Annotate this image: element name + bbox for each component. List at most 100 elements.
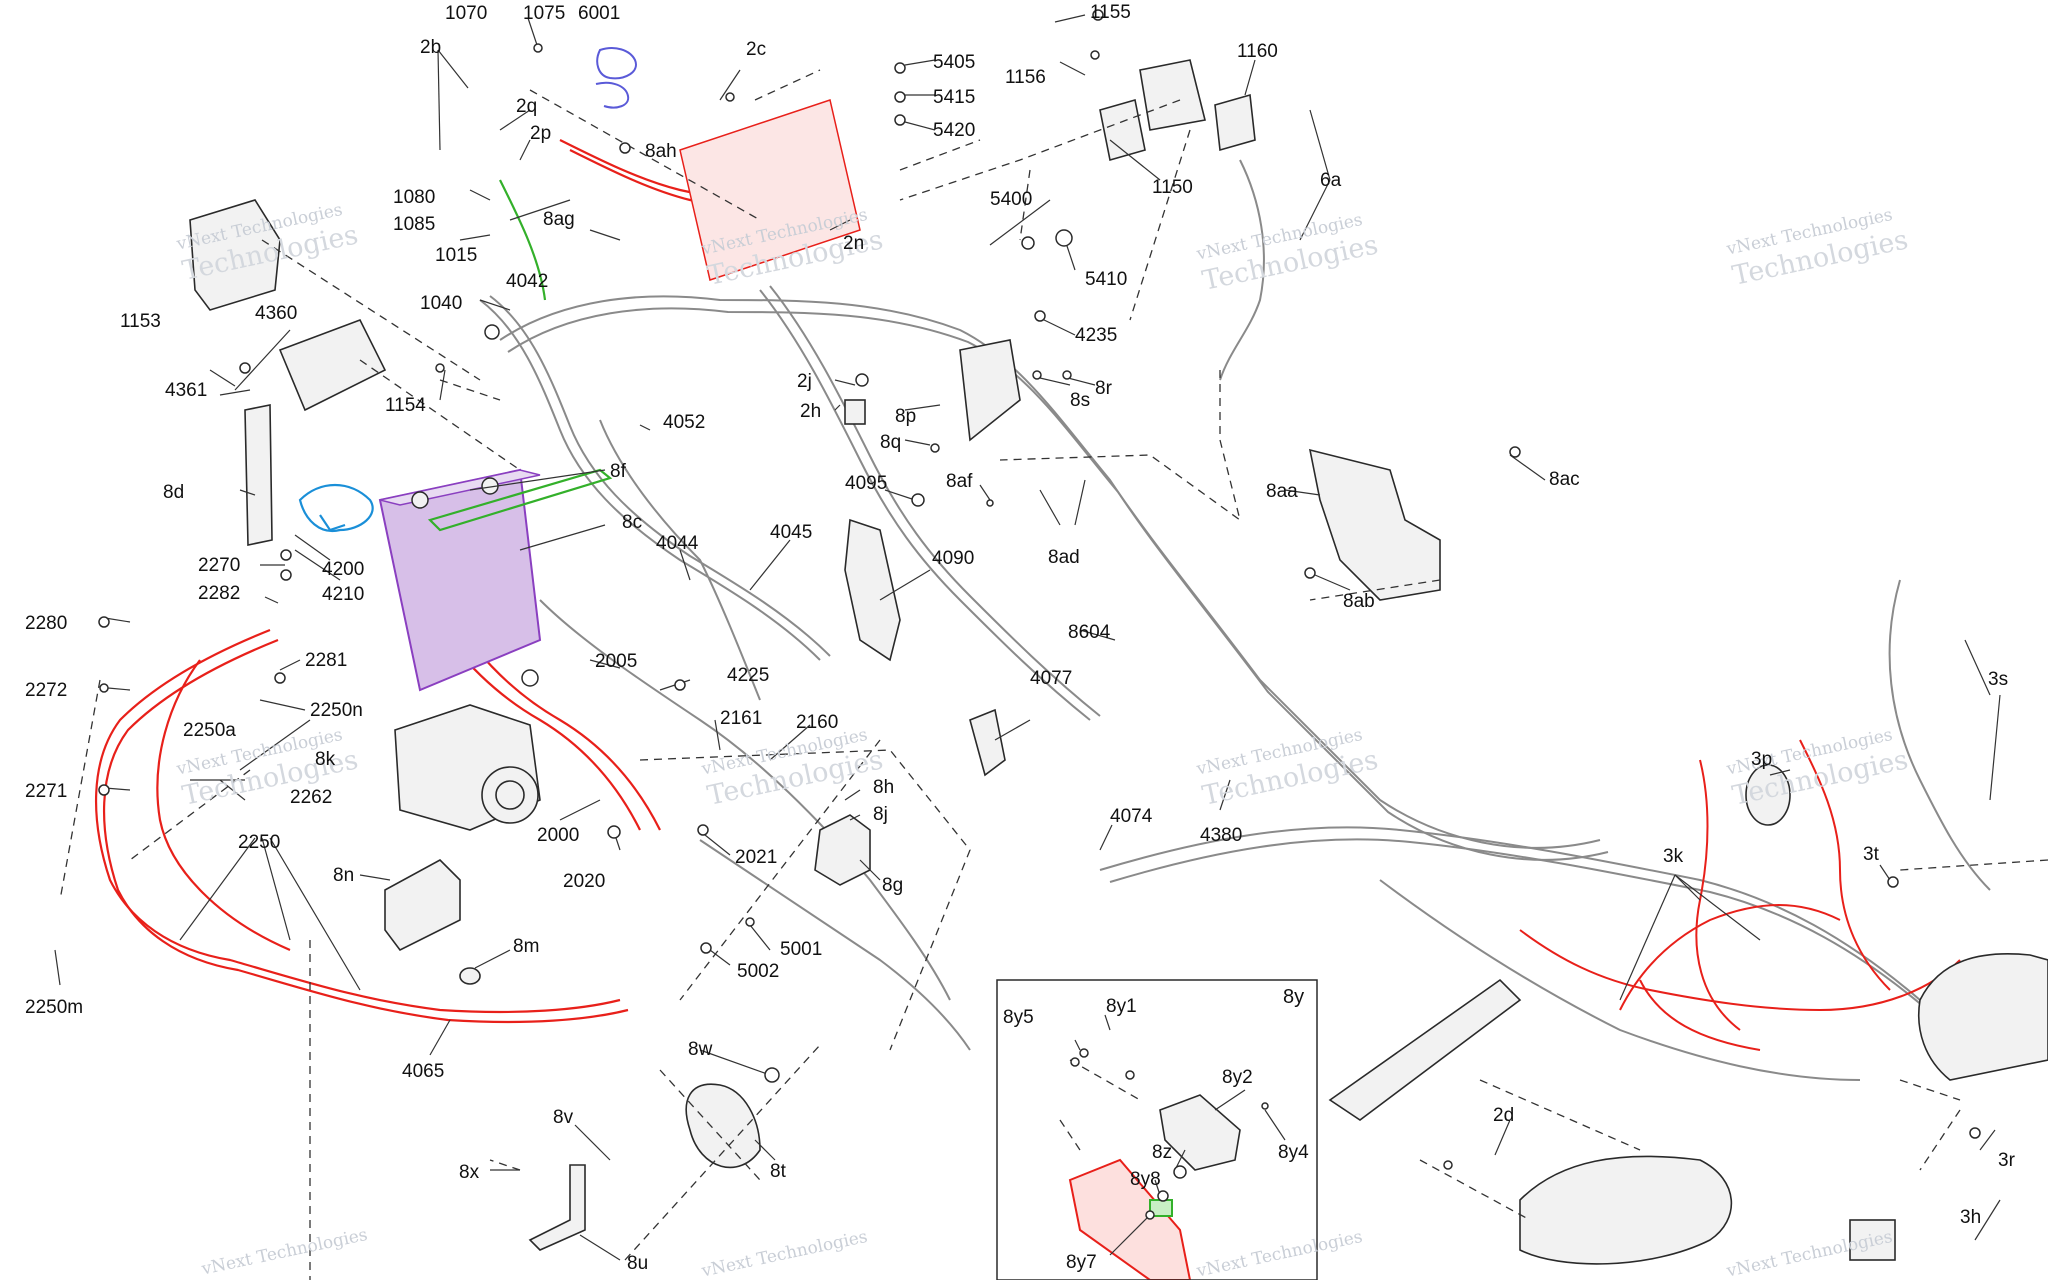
callout-8y2: 8y2 [1222, 1067, 1253, 1088]
callout-2280: 2280 [25, 613, 68, 634]
callout-4095: 4095 [845, 473, 888, 494]
mechanical-parts [189, 59, 2048, 1265]
callout-5405: 5405 [933, 52, 976, 73]
callout-5410: 5410 [1085, 269, 1128, 290]
callout-8r: 8r [1095, 378, 1112, 399]
callout-1155: 1155 [1090, 2, 1131, 23]
callout-6a: 6a [1320, 170, 1342, 191]
callout-8d: 8d [163, 482, 185, 503]
callout-8ag: 8ag [543, 209, 575, 230]
callout-4042: 4042 [506, 271, 549, 292]
callout-6001: 6001 [578, 3, 621, 24]
callout-4045: 4045 [770, 522, 813, 543]
red-harness-right [1519, 739, 1961, 1051]
fasteners [98, 9, 1981, 1220]
callout-5415: 5415 [933, 87, 976, 108]
callout-2272: 2272 [25, 680, 68, 701]
callout-2250: 2250 [238, 832, 281, 853]
callout-4044: 4044 [656, 533, 699, 554]
callout-8u: 8u [627, 1253, 649, 1274]
callout-2021: 2021 [735, 847, 778, 868]
callout-5002: 5002 [737, 961, 780, 982]
callout-5001: 5001 [780, 939, 823, 960]
callout-8j: 8j [873, 804, 888, 825]
callout-8m: 8m [513, 936, 540, 957]
callout-2j: 2j [797, 371, 812, 392]
callout-4052: 4052 [663, 412, 706, 433]
callout-2020: 2020 [563, 871, 606, 892]
callout-4235: 4235 [1075, 325, 1118, 346]
leader-lines [54, 14, 2001, 1261]
callout-2270: 2270 [198, 555, 241, 576]
callout-4065: 4065 [402, 1061, 445, 1082]
callout-2q: 2q [516, 96, 538, 117]
callout-4225: 4225 [727, 665, 770, 686]
callout-1070: 1070 [445, 3, 488, 24]
callout-8s: 8s [1070, 390, 1091, 411]
callout-8n: 8n [333, 865, 355, 886]
callout-8aa: 8aa [1266, 481, 1298, 502]
callout-3r: 3r [1998, 1150, 2015, 1171]
callout-8k: 8k [315, 749, 336, 770]
callout-8w: 8w [688, 1039, 713, 1060]
battery-strap [427, 179, 613, 532]
callout-4361: 4361 [165, 380, 208, 401]
panel-2n [679, 99, 861, 281]
callout-1154: 1154 [385, 395, 426, 416]
callout-4074: 4074 [1110, 806, 1153, 827]
callout-2000: 2000 [537, 825, 580, 846]
callout-2c: 2c [746, 39, 767, 60]
callout-8ac: 8ac [1549, 469, 1580, 490]
callout-1085: 1085 [393, 214, 436, 235]
callout-8x: 8x [459, 1162, 480, 1183]
callout-5420: 5420 [933, 120, 976, 141]
callout-4090: 4090 [932, 548, 975, 569]
callout-8t: 8t [770, 1161, 786, 1182]
callout-2250n: 2250n [310, 700, 363, 721]
callout-2n: 2n [843, 233, 865, 254]
callout-4077: 4077 [1030, 668, 1073, 689]
callout-2250a: 2250a [183, 720, 236, 741]
callout-8f: 8f [610, 461, 626, 482]
callout-8c: 8c [622, 512, 643, 533]
callout-2161: 2161 [720, 708, 763, 729]
callout-3t: 3t [1863, 844, 1879, 865]
inset-box-8y [996, 979, 1318, 1280]
callout-2281: 2281 [305, 650, 348, 671]
callout-3k: 3k [1663, 846, 1684, 867]
callout-8y7: 8y7 [1066, 1252, 1097, 1273]
dashed-assembly-lines [59, 69, 2048, 1280]
callout-8v: 8v [553, 1107, 574, 1128]
bracket-8y7 [1068, 1158, 1192, 1280]
callout-8y5: 8y5 [1003, 1007, 1034, 1028]
callout-5400: 5400 [990, 189, 1033, 210]
callout-8604: 8604 [1068, 622, 1111, 643]
callout-8q: 8q [880, 432, 902, 453]
callout-4380: 4380 [1200, 825, 1243, 846]
callout-1150: 1150 [1152, 177, 1193, 198]
callout-1153: 1153 [120, 311, 161, 332]
main-wiring-harness [479, 159, 1991, 1081]
callout-4360: 4360 [255, 303, 298, 324]
callout-3s: 3s [1988, 669, 2009, 690]
callout-8h: 8h [873, 777, 895, 798]
callout-1160: 1160 [1237, 41, 1278, 62]
callout-2271: 2271 [25, 781, 68, 802]
callout-2h: 2h [800, 401, 822, 422]
callout-4210: 4210 [322, 584, 365, 605]
callout-2160: 2160 [796, 712, 839, 733]
callout-8ad: 8ad [1048, 547, 1080, 568]
callout-2b: 2b [420, 37, 442, 58]
callout-1040: 1040 [420, 293, 463, 314]
callout-3h: 3h [1960, 1207, 1982, 1228]
callout-1080: 1080 [393, 187, 436, 208]
callout-2005: 2005 [595, 651, 638, 672]
callout-2282: 2282 [198, 583, 241, 604]
callout-2250m: 2250m [25, 997, 84, 1018]
callout-1075: 1075 [523, 3, 566, 24]
callout-8g: 8g [882, 875, 904, 896]
callout-2d: 2d [1493, 1105, 1515, 1126]
callout-1156: 1156 [1005, 67, 1046, 88]
callout-8y1: 8y1 [1106, 996, 1137, 1017]
